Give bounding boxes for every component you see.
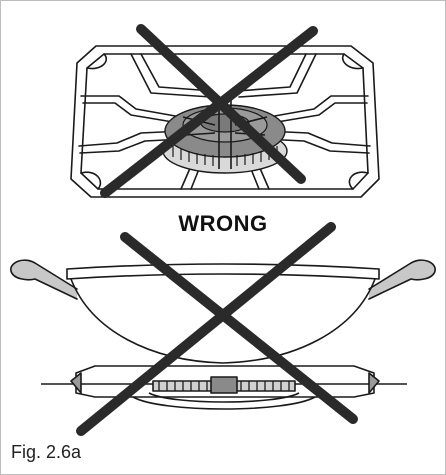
wok-pan-illustration — [10, 259, 436, 364]
figure-caption: Fig. 2.6a — [11, 442, 82, 462]
cross-mark-icon — [100, 24, 318, 198]
cross-mark-icon — [76, 222, 358, 436]
wrong-warning-label: WRONG — [178, 211, 268, 236]
burner-illustration — [41, 365, 407, 410]
